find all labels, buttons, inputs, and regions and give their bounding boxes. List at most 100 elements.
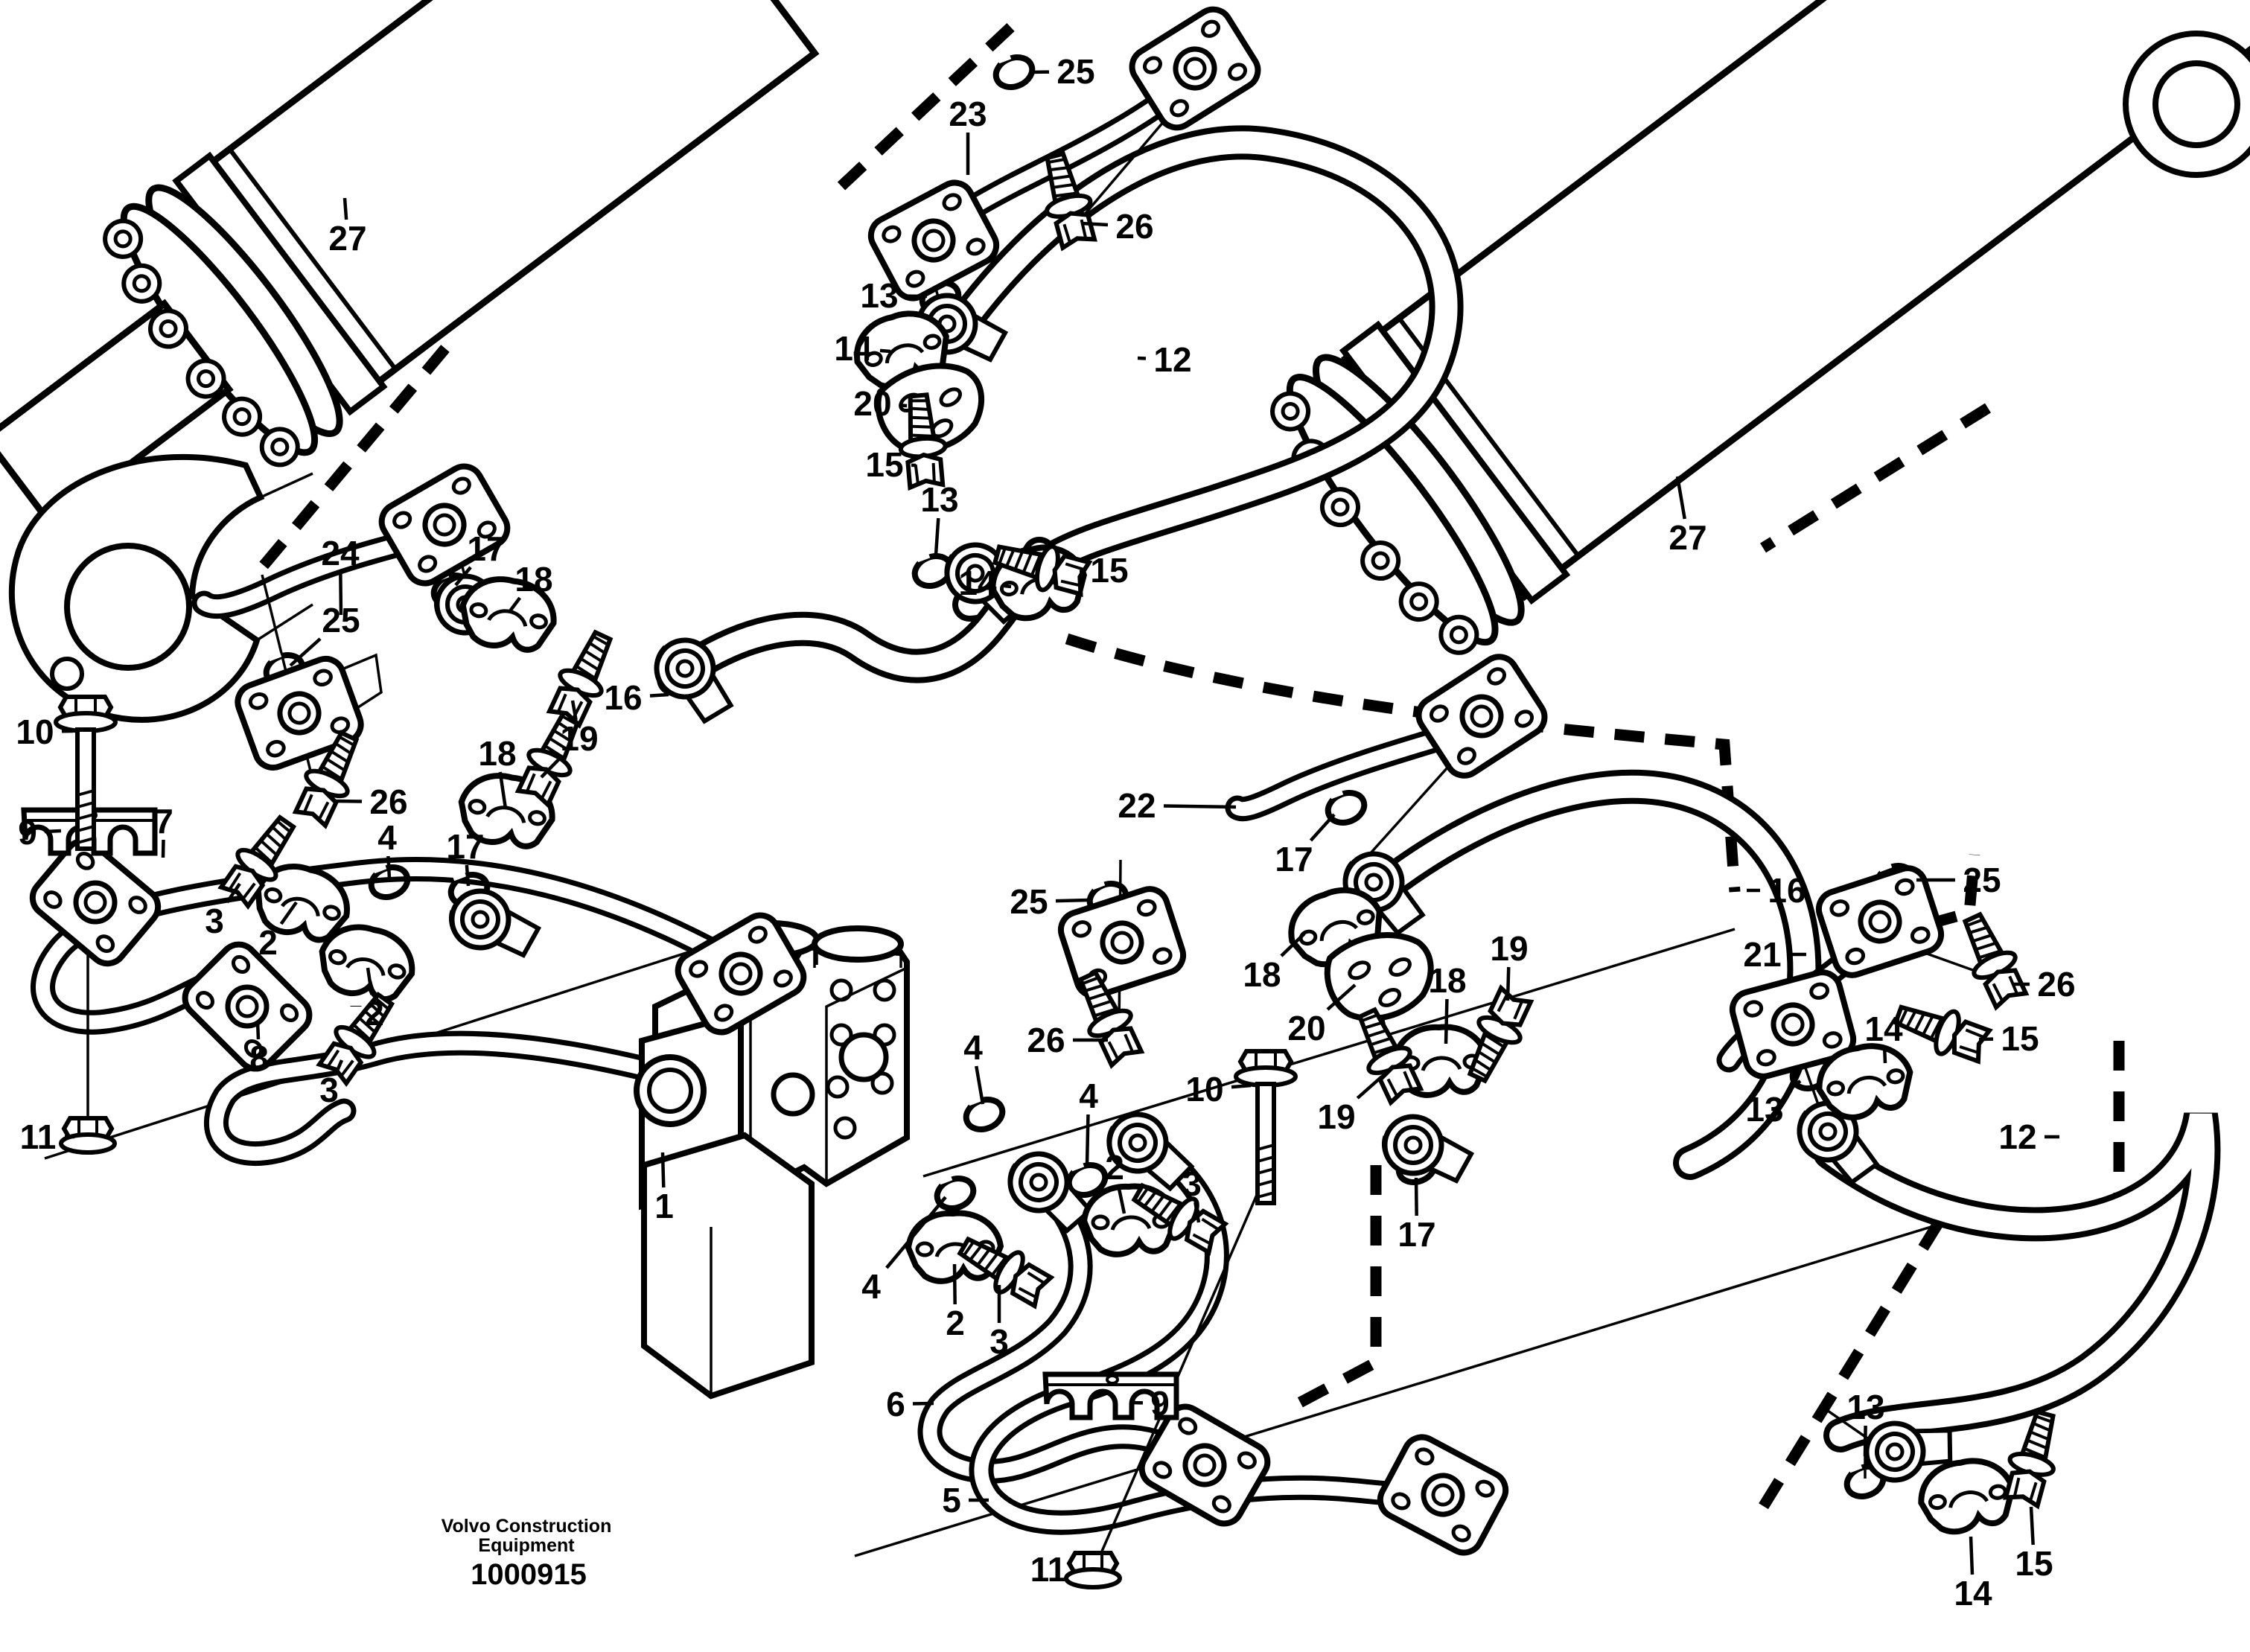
callout-2: 2: [1105, 1148, 1126, 1214]
leader-line: [366, 967, 374, 995]
callout-1: 1: [654, 1152, 674, 1225]
o-ring: [962, 1094, 1007, 1135]
leader-line: [1444, 998, 1449, 1045]
part-number-label: 15: [2001, 1019, 2039, 1058]
brand-line-2: Equipment: [478, 1535, 575, 1556]
part-number-label: 25: [1057, 52, 1094, 91]
leader-line: [226, 882, 241, 904]
leader-line: [1356, 1075, 1383, 1100]
leader-line: [1231, 1083, 1252, 1089]
callout-26: 26: [1080, 207, 1154, 246]
part-number-label: 16: [604, 678, 642, 717]
callout-25: 25: [1030, 52, 1095, 91]
part-number-label: 10: [16, 712, 54, 751]
flange-nut: [1066, 1553, 1120, 1587]
part-number-label: 23: [949, 95, 987, 133]
leader-line: [335, 1059, 344, 1072]
callout-12: 12: [1137, 340, 1192, 379]
hydraulic-cylinder-left: [0, 0, 820, 723]
part-number-label: 14: [1864, 1010, 1903, 1048]
callout-23: 23: [949, 95, 987, 175]
leader-line: [1675, 476, 1686, 520]
callout-15: 15: [1079, 551, 1129, 590]
callout-4: 4: [377, 818, 397, 879]
callout-14: 14: [1954, 1536, 1992, 1613]
part-number-label: 20: [1287, 1009, 1325, 1047]
drawing-number: 1000915: [471, 1558, 587, 1591]
callout-19: 19: [540, 700, 599, 779]
leader-line: [1326, 983, 1357, 1011]
callout-14: 14: [1864, 1010, 1903, 1064]
hose-12-right: [1830, 1115, 2203, 1435]
pipe-flange: [178, 937, 317, 1077]
callout-18: 18: [478, 734, 517, 809]
callout-25: 25: [289, 601, 360, 667]
leader-line: [1969, 1536, 1975, 1575]
part-number-label: 17: [467, 529, 505, 568]
part-number-label: 9: [1150, 1384, 1170, 1423]
callout-27: 27: [1669, 476, 1707, 557]
callout-18: 18: [1428, 961, 1467, 1045]
leader-line: [570, 700, 578, 721]
part-number-label: 13: [1745, 1090, 1783, 1129]
part-number-label: 13: [860, 276, 898, 315]
part-number-label: 18: [478, 734, 516, 773]
swivel-elbow: [450, 891, 538, 955]
callout-3: 3: [205, 882, 241, 940]
part-number-label: 27: [1669, 518, 1706, 557]
callout-3: 3: [1182, 1164, 1202, 1223]
callout-26: 26: [333, 782, 408, 821]
callout-10: 10: [1185, 1070, 1252, 1109]
flange-screw: [2000, 1409, 2067, 1508]
part-number-label: 4: [377, 818, 397, 857]
part-number-label: 15: [865, 445, 903, 484]
callout-25: 25: [1010, 882, 1089, 921]
o-ring: [992, 52, 1037, 92]
leader-line: [454, 566, 472, 587]
hydraulic-cylinder-right: [1247, 0, 2250, 675]
callout-4: 4: [861, 1196, 947, 1306]
part-number-label: 2: [258, 923, 278, 962]
part-number-label: 17: [446, 827, 484, 866]
leader-line: [1004, 584, 1012, 589]
callout-24: 24: [321, 534, 360, 616]
part-number-label: 15: [2015, 1544, 2053, 1583]
leader-line: [279, 901, 298, 925]
callout-11: 11: [20, 1117, 74, 1156]
callout-18: 18: [508, 560, 553, 613]
callout-6: 6: [886, 1385, 934, 1423]
callout-14: 14: [958, 564, 1012, 602]
callout-9: 9: [1131, 1384, 1170, 1423]
part-number-label: 5: [942, 1481, 961, 1519]
part-number-label: 24: [321, 534, 360, 573]
leader-line: [44, 829, 62, 834]
callout-22: 22: [1118, 786, 1237, 825]
part-number-label: 19: [1317, 1097, 1355, 1136]
part-number-label: 4: [1079, 1077, 1098, 1115]
callout-15: 15: [2015, 1506, 2053, 1583]
part-number-label: 22: [1118, 786, 1156, 825]
part-number-label: 2: [946, 1304, 965, 1342]
part-number-label: 2: [365, 994, 384, 1033]
pipe-clamp: [1916, 1455, 2018, 1536]
callout-11: 11: [1030, 1550, 1080, 1589]
leader-line: [1055, 898, 1089, 903]
leader-line: [1309, 813, 1336, 842]
leader-line: [333, 799, 363, 803]
callout-15: 15: [865, 445, 917, 484]
leader-line: [498, 771, 508, 809]
part-number-label: 25: [1010, 882, 1048, 921]
callout-17: 17: [1398, 1177, 1436, 1254]
leader-line: [1163, 804, 1237, 809]
part-number-label: 1: [654, 1187, 674, 1225]
callout-8: 8: [249, 1021, 269, 1077]
leader-line: [1280, 932, 1306, 957]
callout-9: 9: [18, 813, 62, 852]
leader-line: [289, 637, 322, 667]
callout-2: 2: [946, 1263, 965, 1342]
pipe-flange: [1374, 1431, 1511, 1559]
callout-13: 13: [860, 276, 928, 315]
callout-10: 10: [16, 712, 74, 751]
part-number-label: 12: [1998, 1117, 2036, 1156]
leader-line: [1863, 1425, 1867, 1457]
